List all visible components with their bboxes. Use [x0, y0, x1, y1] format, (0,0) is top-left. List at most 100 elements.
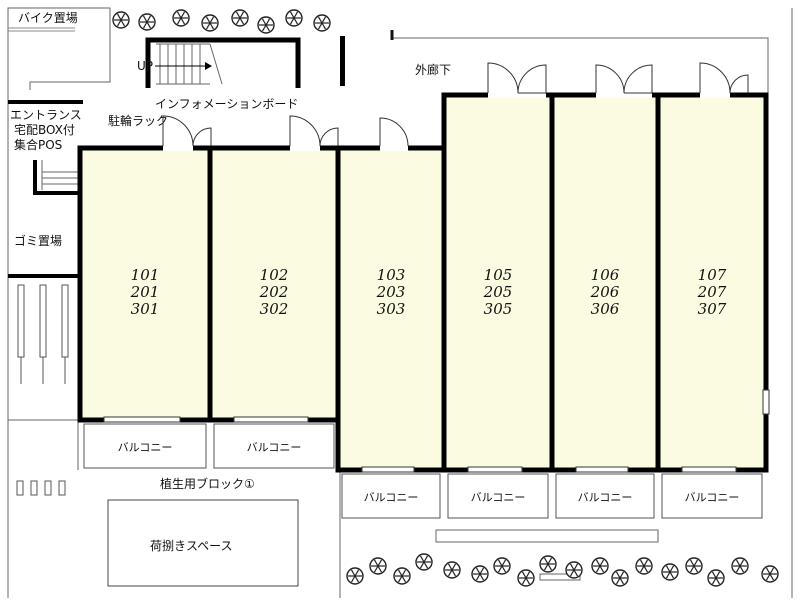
- stair-wall: [145, 37, 301, 88]
- shrub: [565, 561, 583, 579]
- mailbox-label: 集合POS: [14, 137, 62, 152]
- shrub: [138, 13, 156, 31]
- door-swing: [517, 64, 547, 94]
- shrub: [731, 557, 749, 575]
- door-opening: [290, 145, 320, 151]
- door-opening: [488, 92, 518, 98]
- entry-door: [729, 74, 749, 94]
- door-swing: [487, 62, 519, 94]
- corridor-wall: [340, 36, 345, 86]
- entry-door: [487, 62, 519, 94]
- entrance-stair-wall: [33, 160, 80, 195]
- room-number: 105: [484, 266, 513, 284]
- shrub: [591, 557, 609, 575]
- bench: [539, 573, 581, 581]
- planter-block-label: 植生用ブロック①: [160, 476, 255, 491]
- stair-block: UP: [137, 36, 345, 88]
- entrance-wall: [8, 100, 83, 104]
- door-swing: [162, 115, 194, 147]
- shrub: [443, 561, 461, 579]
- shrub: [172, 9, 190, 27]
- garbage-label: ゴミ置場: [14, 233, 62, 248]
- entrance-steps: [41, 160, 80, 190]
- bicycle-rack-stops: [20, 357, 66, 384]
- shrub: [611, 569, 629, 587]
- balcony-box: [447, 473, 549, 519]
- shrub-layer: [112, 9, 779, 587]
- bollards: [16, 480, 66, 496]
- balcony-window: [233, 416, 309, 423]
- entry-door: [289, 115, 321, 147]
- balcony-window: [103, 416, 181, 423]
- room-number: 202: [259, 283, 289, 301]
- door-swing: [289, 115, 321, 147]
- room-number: 305: [484, 300, 513, 318]
- room-number: 302: [260, 300, 289, 318]
- balcony-box: [661, 473, 763, 519]
- shrub: [257, 16, 275, 34]
- room-number: 203: [376, 283, 406, 301]
- shrub: [415, 553, 433, 571]
- balcony-box: [555, 473, 655, 519]
- room-number: 106: [591, 266, 620, 284]
- entry-door: [192, 127, 212, 147]
- door-swing: [595, 64, 625, 94]
- side-window: [762, 389, 770, 415]
- balcony-label: バルコニー: [685, 491, 740, 504]
- bike-parking-label: バイク置場: [18, 11, 78, 25]
- shrub: [539, 555, 557, 573]
- door-swing: [192, 127, 212, 147]
- door-swing: [379, 117, 409, 147]
- room-number: 306: [591, 300, 620, 318]
- room-number: 301: [131, 300, 160, 318]
- shrub: [707, 569, 725, 587]
- balcony-label: バルコニー: [364, 491, 419, 504]
- shrub: [393, 567, 411, 585]
- bollard: [58, 480, 66, 496]
- entry-door: [623, 64, 653, 94]
- room-number: 206: [590, 283, 620, 301]
- balcony-window: [467, 466, 523, 473]
- shrub: [471, 565, 489, 583]
- entry-door: [517, 64, 547, 94]
- left-utilities: バイク置場 エントランス 宅配BOX付 集合POS ゴミ置場: [8, 11, 83, 384]
- balcony-label: バルコニー: [471, 491, 526, 504]
- balcony-box: [213, 423, 335, 469]
- bollard: [16, 480, 24, 496]
- loading-space-box: [107, 499, 299, 587]
- balcony-box: [341, 473, 441, 519]
- shrub: [201, 14, 219, 32]
- bicycle-rack-label: 駐輪ラック: [108, 113, 168, 128]
- bicycle-rack-slots: [17, 284, 69, 358]
- entry-door: [379, 117, 409, 147]
- garbage-wall: [8, 274, 83, 278]
- entry-door: [162, 115, 194, 147]
- room-number: 307: [698, 300, 727, 318]
- balcony-window: [681, 466, 737, 473]
- shrub: [685, 557, 703, 575]
- room-number: 207: [697, 283, 727, 301]
- room-number: 102: [260, 266, 289, 284]
- balcony-box: [83, 423, 207, 469]
- balcony-label: バルコニー: [578, 491, 633, 504]
- balcony-window: [575, 466, 629, 473]
- loading-space-label: 荷捌きスペース: [150, 538, 233, 553]
- left-upper-wall: [7, 7, 111, 598]
- stair-arrow-head: [205, 62, 212, 70]
- room-number: 107: [698, 266, 727, 284]
- planter-strip: [435, 529, 659, 543]
- corridor-label: 外廊下: [415, 62, 451, 77]
- shrub: [517, 569, 535, 587]
- door-opening: [518, 92, 546, 98]
- shrub: [313, 14, 331, 32]
- shrub: [661, 563, 679, 581]
- shrub: [369, 557, 387, 575]
- shrub: [231, 9, 249, 27]
- entrance-label: エントランス: [10, 108, 82, 122]
- entry-door: [319, 127, 339, 147]
